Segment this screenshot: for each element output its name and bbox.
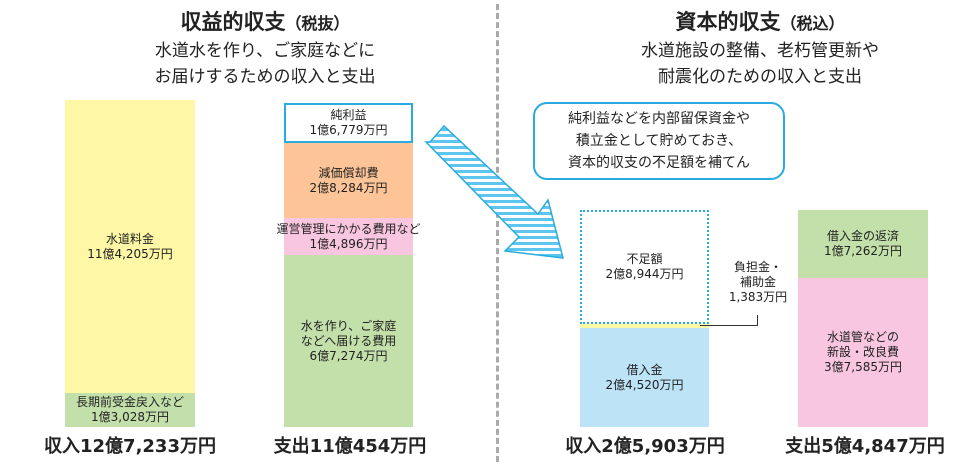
segment-operating-costs: 運営管理にかかる費用など 1億4,896万円 xyxy=(277,218,421,255)
right-subtitle-line: 水道施設の整備、老朽管更新や xyxy=(641,41,879,61)
callout-line: 純利益などを内部留保資金や xyxy=(568,111,750,127)
segment-label: 水道管などの xyxy=(826,330,899,344)
segment-value: 1億6,779万円 xyxy=(309,123,388,137)
segment-value: 2億8,944万円 xyxy=(605,267,684,281)
segment-long-term-deferred: 長期前受金戻入など 1億3,028万円 xyxy=(65,393,195,427)
subsidies-label: 負担金・ 補助金 1,383万円 xyxy=(718,256,798,308)
segment-net-profit: 純利益 1億6,779万円 xyxy=(284,103,413,143)
left-subtitle-line: お届けするための収入と支出 xyxy=(154,67,376,87)
callout-line: 積立金として貯めておき、 xyxy=(575,133,743,149)
segment-label: 水を作り、ご家庭 xyxy=(300,318,397,333)
callout-bubble: 純利益などを内部留保資金や 積立金として貯めておき、 資本的収支の不足額を補てん xyxy=(533,102,785,180)
left-title: 収益的収支（税抜） xyxy=(140,6,390,36)
segment-value: 3億7,585万円 xyxy=(824,360,902,374)
subsidies-leader-line xyxy=(700,315,758,326)
segment-delivery-costs: 水を作り、ご家庭 などへ届ける費用 6億7,274万円 xyxy=(284,255,413,427)
segment-pipe-construction: 水道管などの 新設・改良費 3億7,585万円 xyxy=(798,278,928,427)
segment-label: 減価償却費 xyxy=(318,165,379,180)
segment-label: 新設・改良費 xyxy=(826,345,899,359)
segment-water-fee: 水道料金 11億4,205万円 xyxy=(65,100,195,393)
segment-label: 負担金・ xyxy=(733,259,782,274)
segment-subsidies xyxy=(580,324,709,328)
segment-label: 借入金の返済 xyxy=(826,229,899,243)
segment-value: 2億4,520万円 xyxy=(605,377,684,392)
right-title-text: 資本的収支 xyxy=(675,10,781,34)
right-subtitle-line: 耐震化のための収入と支出 xyxy=(658,67,862,87)
left-title-note: （税抜） xyxy=(285,14,350,33)
segment-value: 2億8,284万円 xyxy=(309,180,388,195)
segment-value: 11億4,205万円 xyxy=(87,246,173,261)
segment-label: 水道料金 xyxy=(105,231,154,246)
left-subtitle: 水道水を作り、ご家庭などに お届けするための収入と支出 xyxy=(115,38,415,90)
divider xyxy=(496,4,499,462)
transfer-arrow-icon xyxy=(424,124,565,259)
segment-loan-repayment: 借入金の返済 1億7,262万円 xyxy=(798,210,928,278)
segment-value: 1億7,262万円 xyxy=(824,244,902,258)
segment-depreciation: 減価償却費 2億8,284万円 xyxy=(284,143,413,218)
segment-value: 6億7,274万円 xyxy=(309,348,388,363)
segment-label: 運営管理にかかる費用など xyxy=(276,221,421,236)
segment-borrowings: 借入金 2億4,520万円 xyxy=(580,328,709,427)
right-title-note: （税込） xyxy=(780,14,845,33)
segment-label: などへ届ける費用 xyxy=(300,333,397,348)
right-subtitle: 水道施設の整備、老朽管更新や 耐震化のための収入と支出 xyxy=(605,38,915,90)
segment-shortfall: 不足額 2億8,944万円 xyxy=(580,210,709,324)
segment-label: 不足額 xyxy=(626,252,663,266)
left-subtitle-line: 水道水を作り、ご家庭などに xyxy=(154,41,376,61)
segment-value: 1,383万円 xyxy=(728,289,788,304)
right-title: 資本的収支（税込） xyxy=(635,6,885,36)
right-expense-total: 支出5億4,847万円 xyxy=(785,436,945,457)
segment-label: 補助金 xyxy=(739,274,776,289)
left-title-text: 収益的収支 xyxy=(180,10,286,34)
segment-value: 1億4,896万円 xyxy=(309,236,388,251)
segment-label: 借入金 xyxy=(626,362,663,377)
callout-line: 資本的収支の不足額を補てん xyxy=(568,155,750,171)
right-income-total: 収入2億5,903万円 xyxy=(565,436,725,457)
segment-label: 純利益 xyxy=(330,108,367,122)
segment-label: 長期前受金戻入など xyxy=(75,395,184,409)
segment-value: 1億3,028万円 xyxy=(91,410,169,424)
left-expense-total: 支出11億454万円 xyxy=(273,436,427,457)
left-income-total: 収入12億7,233万円 xyxy=(44,436,216,457)
